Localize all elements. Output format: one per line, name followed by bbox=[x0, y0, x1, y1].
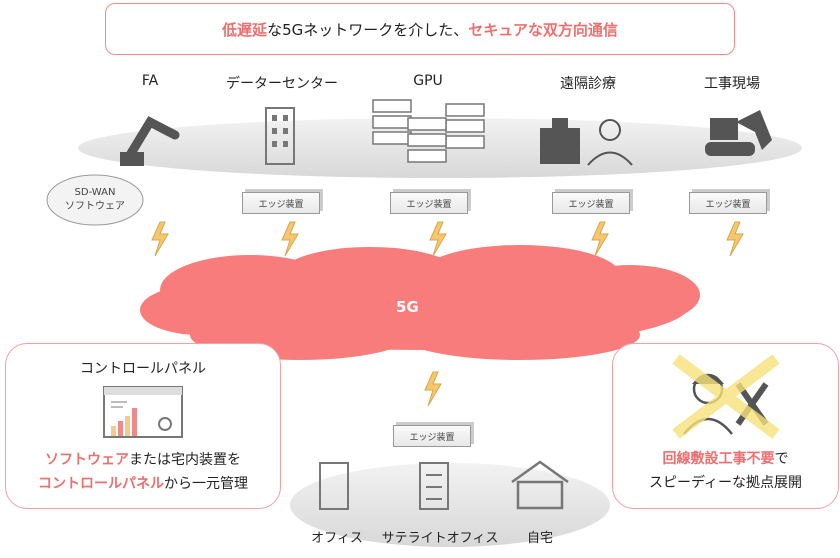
desc-text-1: または宅内装置を bbox=[129, 452, 241, 468]
hospital-icon bbox=[540, 118, 580, 164]
home-icon bbox=[511, 460, 569, 510]
edge-device: エッジ装置 bbox=[552, 192, 630, 214]
doctor-icon bbox=[587, 119, 633, 166]
site-label-datacenter: データーセンター bbox=[226, 76, 338, 92]
control-panel-title: コントロールパネル bbox=[80, 361, 206, 377]
deployment-box: 回線敷設工事不要で スピーディーな拠点展開 bbox=[612, 343, 839, 509]
site-label-gpu: GPU bbox=[413, 73, 443, 89]
sdwan-bubble bbox=[46, 174, 144, 226]
bottom-label-office: オフィス bbox=[311, 531, 363, 546]
no-construction-icon bbox=[671, 354, 780, 439]
desc-text-2: から一元管理 bbox=[164, 476, 248, 492]
server-rack-icon bbox=[372, 99, 485, 163]
site-label-telemedicine: 遠隔診療 bbox=[560, 76, 616, 92]
headline-box: 低遅延な5Gネットワークを介した、セキュアな双方向通信 bbox=[105, 3, 735, 55]
lightning-icons bbox=[151, 221, 744, 407]
deploy-text-2: スピーディーな拠点展開 bbox=[648, 475, 803, 491]
sdwan-line1: SD-WAN bbox=[74, 187, 116, 198]
desc-highlight-2: コントロールパネル bbox=[38, 476, 164, 492]
desc-highlight-1: ソフトウェア bbox=[45, 452, 129, 468]
satellite-office-icon bbox=[419, 462, 449, 510]
site-label-construction: 工事現場 bbox=[704, 76, 760, 92]
deploy-highlight: 回線敷設工事不要 bbox=[662, 451, 775, 467]
sdwan-label: SD-WAN ソフトウェア bbox=[50, 186, 140, 214]
5g-cloud bbox=[140, 245, 700, 360]
dashboard-icon bbox=[103, 386, 183, 438]
building-icon bbox=[265, 107, 295, 165]
bottom-label-home: 自宅 bbox=[526, 531, 553, 546]
sdwan-line2: ソフトウェア bbox=[65, 201, 125, 212]
robot-arm-icon bbox=[125, 116, 180, 160]
excavator-icon bbox=[705, 110, 772, 156]
deploy-text-1: で bbox=[774, 451, 789, 467]
control-panel-desc: ソフトウェアまたは宅内装置を コントロールパネルから一元管理 bbox=[6, 448, 280, 496]
edge-device: エッジ装置 bbox=[393, 425, 471, 447]
edge-device: エッジ装置 bbox=[242, 192, 320, 214]
deployment-desc: 回線敷設工事不要で スピーディーな拠点展開 bbox=[613, 447, 838, 495]
edge-device: エッジ装置 bbox=[390, 192, 468, 214]
site-label-fa: FA bbox=[141, 73, 159, 89]
bottom-label-satellite: サテライトオフィス bbox=[381, 531, 499, 546]
edge-device: エッジ装置 bbox=[689, 192, 767, 214]
control-panel-box: コントロールパネル ソフトウェアまたは宅内装置を コントロールパネルから一元管理 bbox=[5, 343, 281, 509]
headline-highlight-2: セキュアな双方向通信 bbox=[468, 20, 618, 39]
headline-text: な5Gネットワークを介した、 bbox=[267, 20, 469, 39]
office-icon bbox=[319, 462, 349, 510]
5g-label: 5G bbox=[396, 298, 419, 316]
sites-platform bbox=[78, 118, 802, 178]
branch-platform bbox=[290, 463, 610, 547]
headline-highlight-1: 低遅延 bbox=[222, 20, 268, 39]
